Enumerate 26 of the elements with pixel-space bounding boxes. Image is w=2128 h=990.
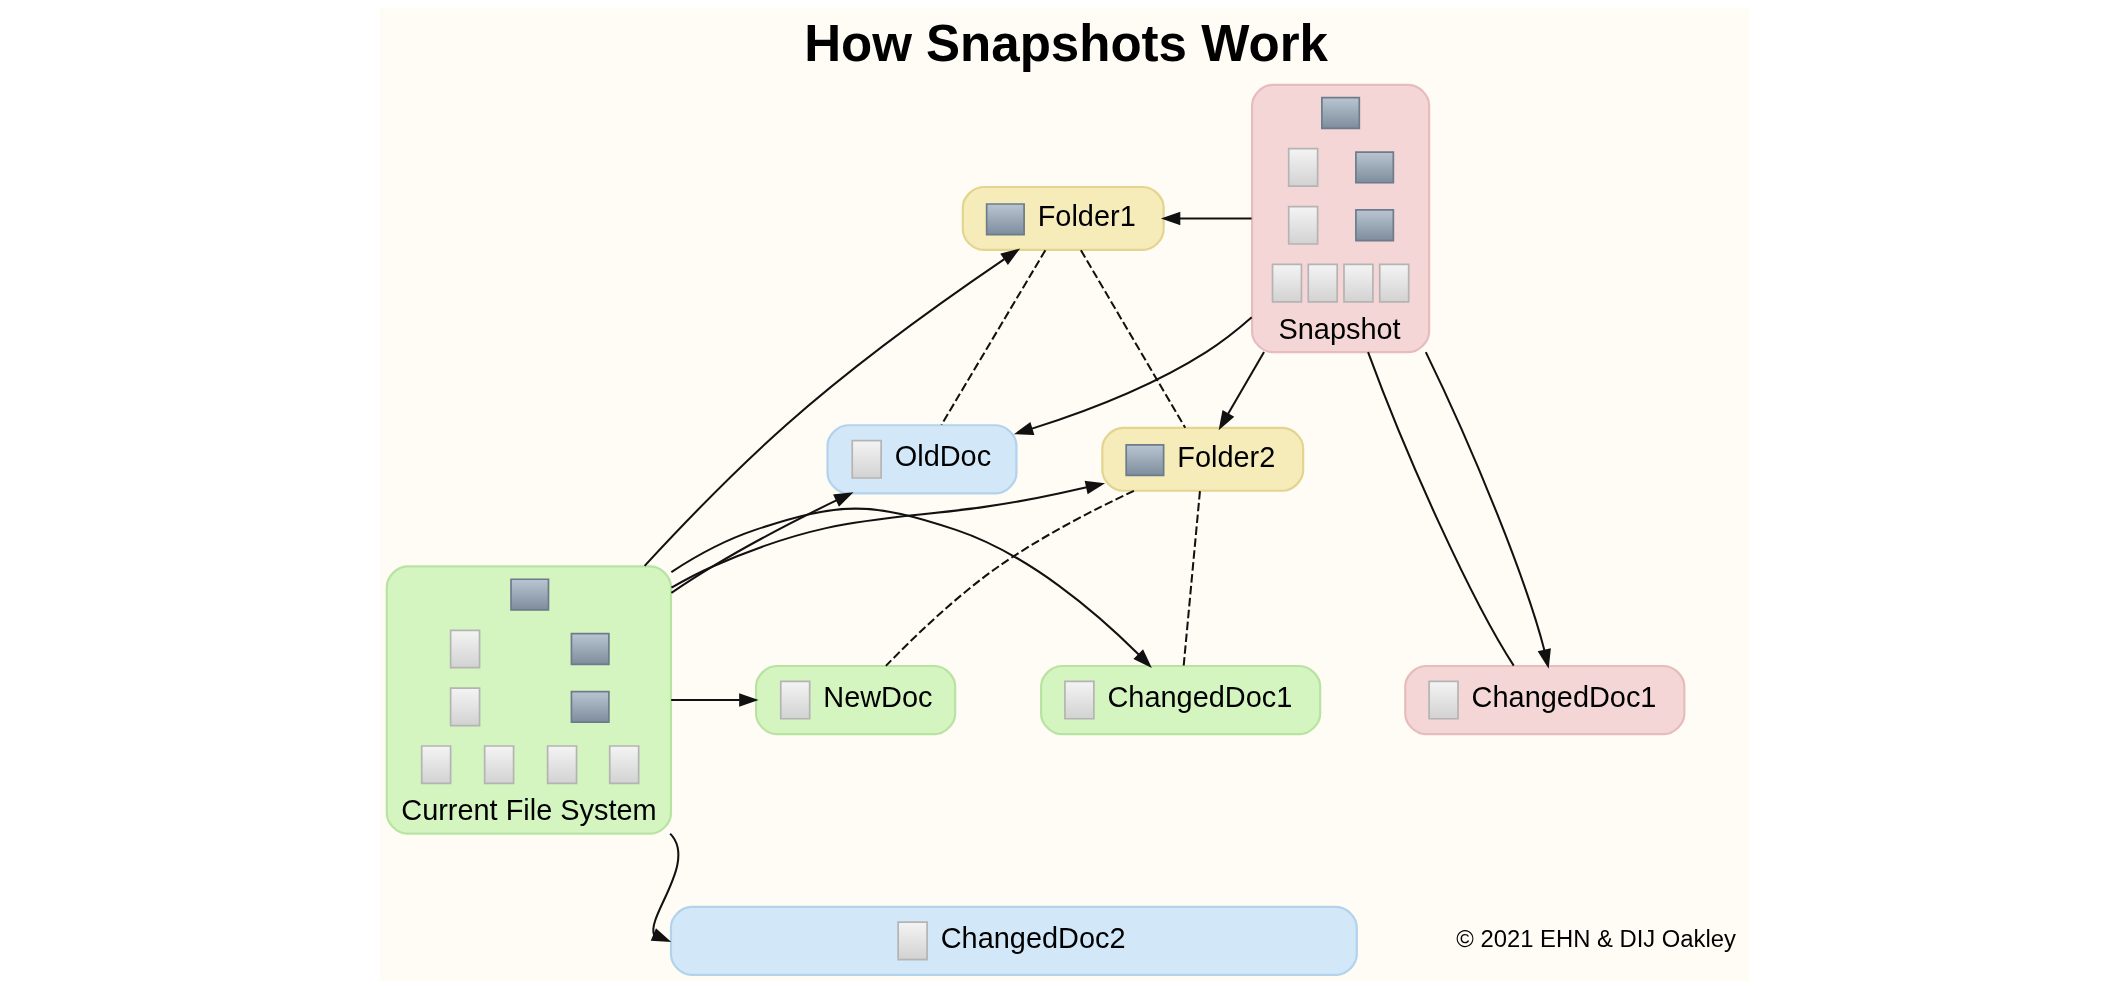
- connector: [1079, 249, 1186, 429]
- arrow: [643, 248, 1020, 567]
- label: © 2021 EHN & DIJ Oakley: [1455, 925, 1736, 953]
- node-box: Snapshot: [1250, 83, 1430, 354]
- node-box: OldDoc: [825, 424, 1018, 495]
- arrow: [1013, 316, 1252, 435]
- node-box: Current File System: [385, 565, 672, 835]
- arrow: [1424, 351, 1551, 669]
- arrow: [1160, 211, 1252, 226]
- arrow: [670, 693, 759, 707]
- diagram-title: How Snapshots Work: [803, 15, 1328, 73]
- node-box: NewDoc: [754, 664, 956, 736]
- arrow: [1218, 351, 1265, 431]
- node-box: Folder1: [961, 185, 1165, 252]
- arrow: [670, 507, 1152, 668]
- node-box: Folder2: [1100, 426, 1304, 492]
- node-box: ChangedDoc1: [1403, 664, 1685, 736]
- connector: [940, 249, 1046, 426]
- arrow: [670, 480, 1105, 589]
- node-box: ChangedDoc2: [669, 905, 1358, 976]
- node-box: ChangedDoc1: [1039, 664, 1321, 736]
- connector: [1182, 490, 1201, 666]
- connector: [1366, 351, 1515, 667]
- arrow: [670, 492, 854, 594]
- connector: [884, 489, 1134, 667]
- arrow: [650, 833, 679, 943]
